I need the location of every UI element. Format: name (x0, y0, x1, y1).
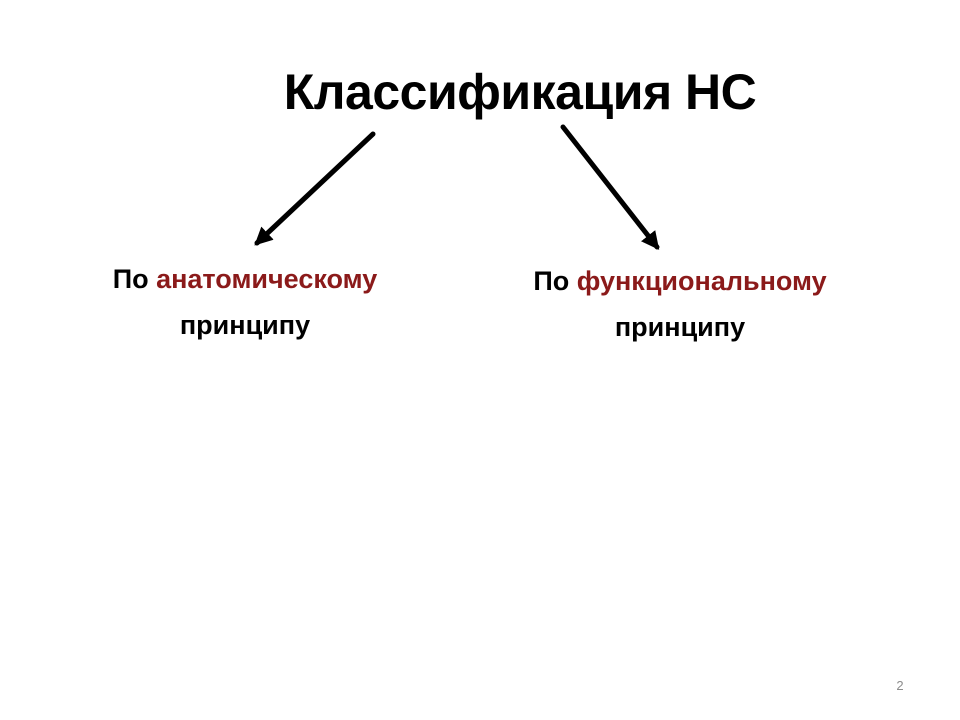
arrow-to-functional (560, 124, 660, 250)
slide-title: Классификация НС (283, 64, 757, 120)
branch-functional-line2: принципу (614, 312, 746, 342)
page-number: 2 (896, 678, 904, 693)
branch-functional-line1: По функциональному (470, 258, 890, 304)
branch-anatomical-line1: По анатомическому (40, 256, 450, 302)
arrow-to-anatomical (254, 131, 376, 246)
branch-functional: По функциональному принципу (470, 258, 890, 350)
branch-anatomical-line2: принципу (179, 310, 311, 340)
branch-anatomical-prefix: По (112, 264, 157, 294)
branch-functional-highlight: функциональному (576, 266, 827, 296)
branch-anatomical: По анатомическому принципу (40, 256, 450, 348)
branch-functional-prefix: По (533, 266, 577, 296)
branch-anatomical-highlight: анатомическому (156, 264, 378, 294)
